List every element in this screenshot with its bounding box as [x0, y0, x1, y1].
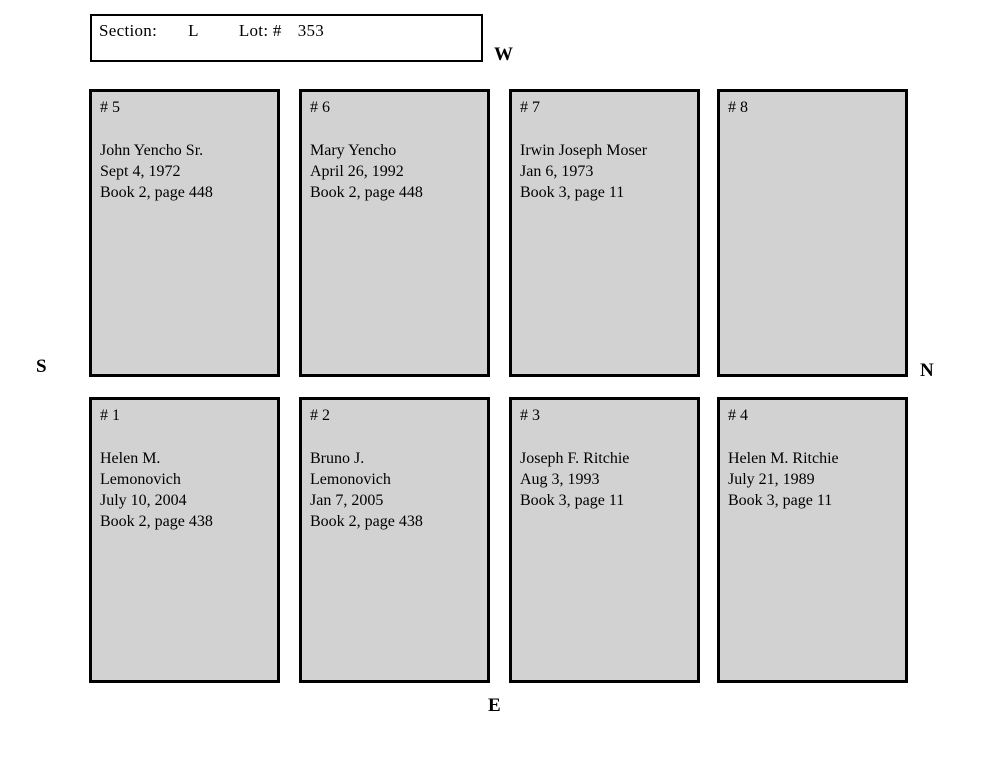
plot-book-reference: Book 3, page 11 — [520, 492, 625, 509]
plot-occupant-name: Bruno J. — [310, 450, 365, 467]
section-value: L — [188, 21, 199, 40]
plot-4: # 4 Helen M. Ritchie July 21, 1989 Book … — [717, 397, 908, 683]
compass-east-label: E — [488, 695, 501, 716]
plot-5: # 5 John Yencho Sr. Sept 4, 1972 Book 2,… — [89, 89, 280, 377]
plot-book-reference: Book 2, page 438 — [100, 513, 213, 530]
plot-details: Irwin Joseph Moser Jan 6, 1973 Book 3, p… — [520, 140, 691, 203]
section-lot-header-text: Section: L Lot: # 353 — [92, 16, 481, 41]
lot-label: Lot: # — [238, 21, 282, 40]
section-label: Section: — [99, 21, 158, 40]
plot-date: Jan 6, 1973 — [520, 163, 594, 180]
plot-occupant-name: Irwin Joseph Moser — [520, 142, 648, 159]
plot-number: # 7 — [520, 99, 540, 116]
plot-occupant-name-line2: Lemonovich — [310, 471, 391, 488]
plot-book-reference: Book 3, page 11 — [728, 492, 833, 509]
plot-details: Helen M. Ritchie July 21, 1989 Book 3, p… — [728, 448, 899, 511]
plot-date: July 10, 2004 — [100, 492, 187, 509]
compass-north-label: N — [920, 360, 934, 381]
plot-6: # 6 Mary Yencho April 26, 1992 Book 2, p… — [299, 89, 490, 377]
plot-3: # 3 Joseph F. Ritchie Aug 3, 1993 Book 3… — [509, 397, 700, 683]
plot-book-reference: Book 2, page 438 — [310, 513, 423, 530]
compass-west-label: W — [494, 44, 513, 65]
plot-7: # 7 Irwin Joseph Moser Jan 6, 1973 Book … — [509, 89, 700, 377]
plot-8: # 8 — [717, 89, 908, 377]
plot-details: Bruno J. Lemonovich Jan 7, 2005 Book 2, … — [310, 448, 481, 532]
plot-number: # 3 — [520, 407, 540, 424]
plot-number: # 6 — [310, 99, 330, 116]
plot-occupant-name: Joseph F. Ritchie — [520, 450, 630, 467]
plot-number: # 8 — [728, 99, 748, 116]
plot-book-reference: Book 3, page 11 — [520, 184, 625, 201]
plot-details: Joseph F. Ritchie Aug 3, 1993 Book 3, pa… — [520, 448, 691, 511]
plot-occupant-name: Helen M. Ritchie — [728, 450, 839, 467]
section-lot-header-box: Section: L Lot: # 353 — [90, 14, 483, 62]
plot-date: Aug 3, 1993 — [520, 471, 600, 488]
plot-number: # 2 — [310, 407, 330, 424]
plot-date: Sept 4, 1972 — [100, 163, 181, 180]
plot-book-reference: Book 2, page 448 — [100, 184, 213, 201]
plot-1: # 1 Helen M. Lemonovich July 10, 2004 Bo… — [89, 397, 280, 683]
plot-occupant-name: John Yencho Sr. — [100, 142, 204, 159]
plot-book-reference: Book 2, page 448 — [310, 184, 423, 201]
plot-details: John Yencho Sr. Sept 4, 1972 Book 2, pag… — [100, 140, 271, 203]
compass-south-label: S — [36, 356, 47, 377]
plot-number: # 1 — [100, 407, 120, 424]
plot-date: Jan 7, 2005 — [310, 492, 384, 509]
plot-details: Helen M. Lemonovich July 10, 2004 Book 2… — [100, 448, 271, 532]
plot-number: # 4 — [728, 407, 748, 424]
plot-date: July 21, 1989 — [728, 471, 815, 488]
plot-number: # 5 — [100, 99, 120, 116]
plot-details: Mary Yencho April 26, 1992 Book 2, page … — [310, 140, 481, 203]
plot-occupant-name-line2: Lemonovich — [100, 471, 181, 488]
plot-date: April 26, 1992 — [310, 163, 404, 180]
plot-occupant-name: Helen M. — [100, 450, 161, 467]
plot-occupant-name: Mary Yencho — [310, 142, 397, 159]
plot-2: # 2 Bruno J. Lemonovich Jan 7, 2005 Book… — [299, 397, 490, 683]
lot-value: 353 — [297, 21, 325, 40]
